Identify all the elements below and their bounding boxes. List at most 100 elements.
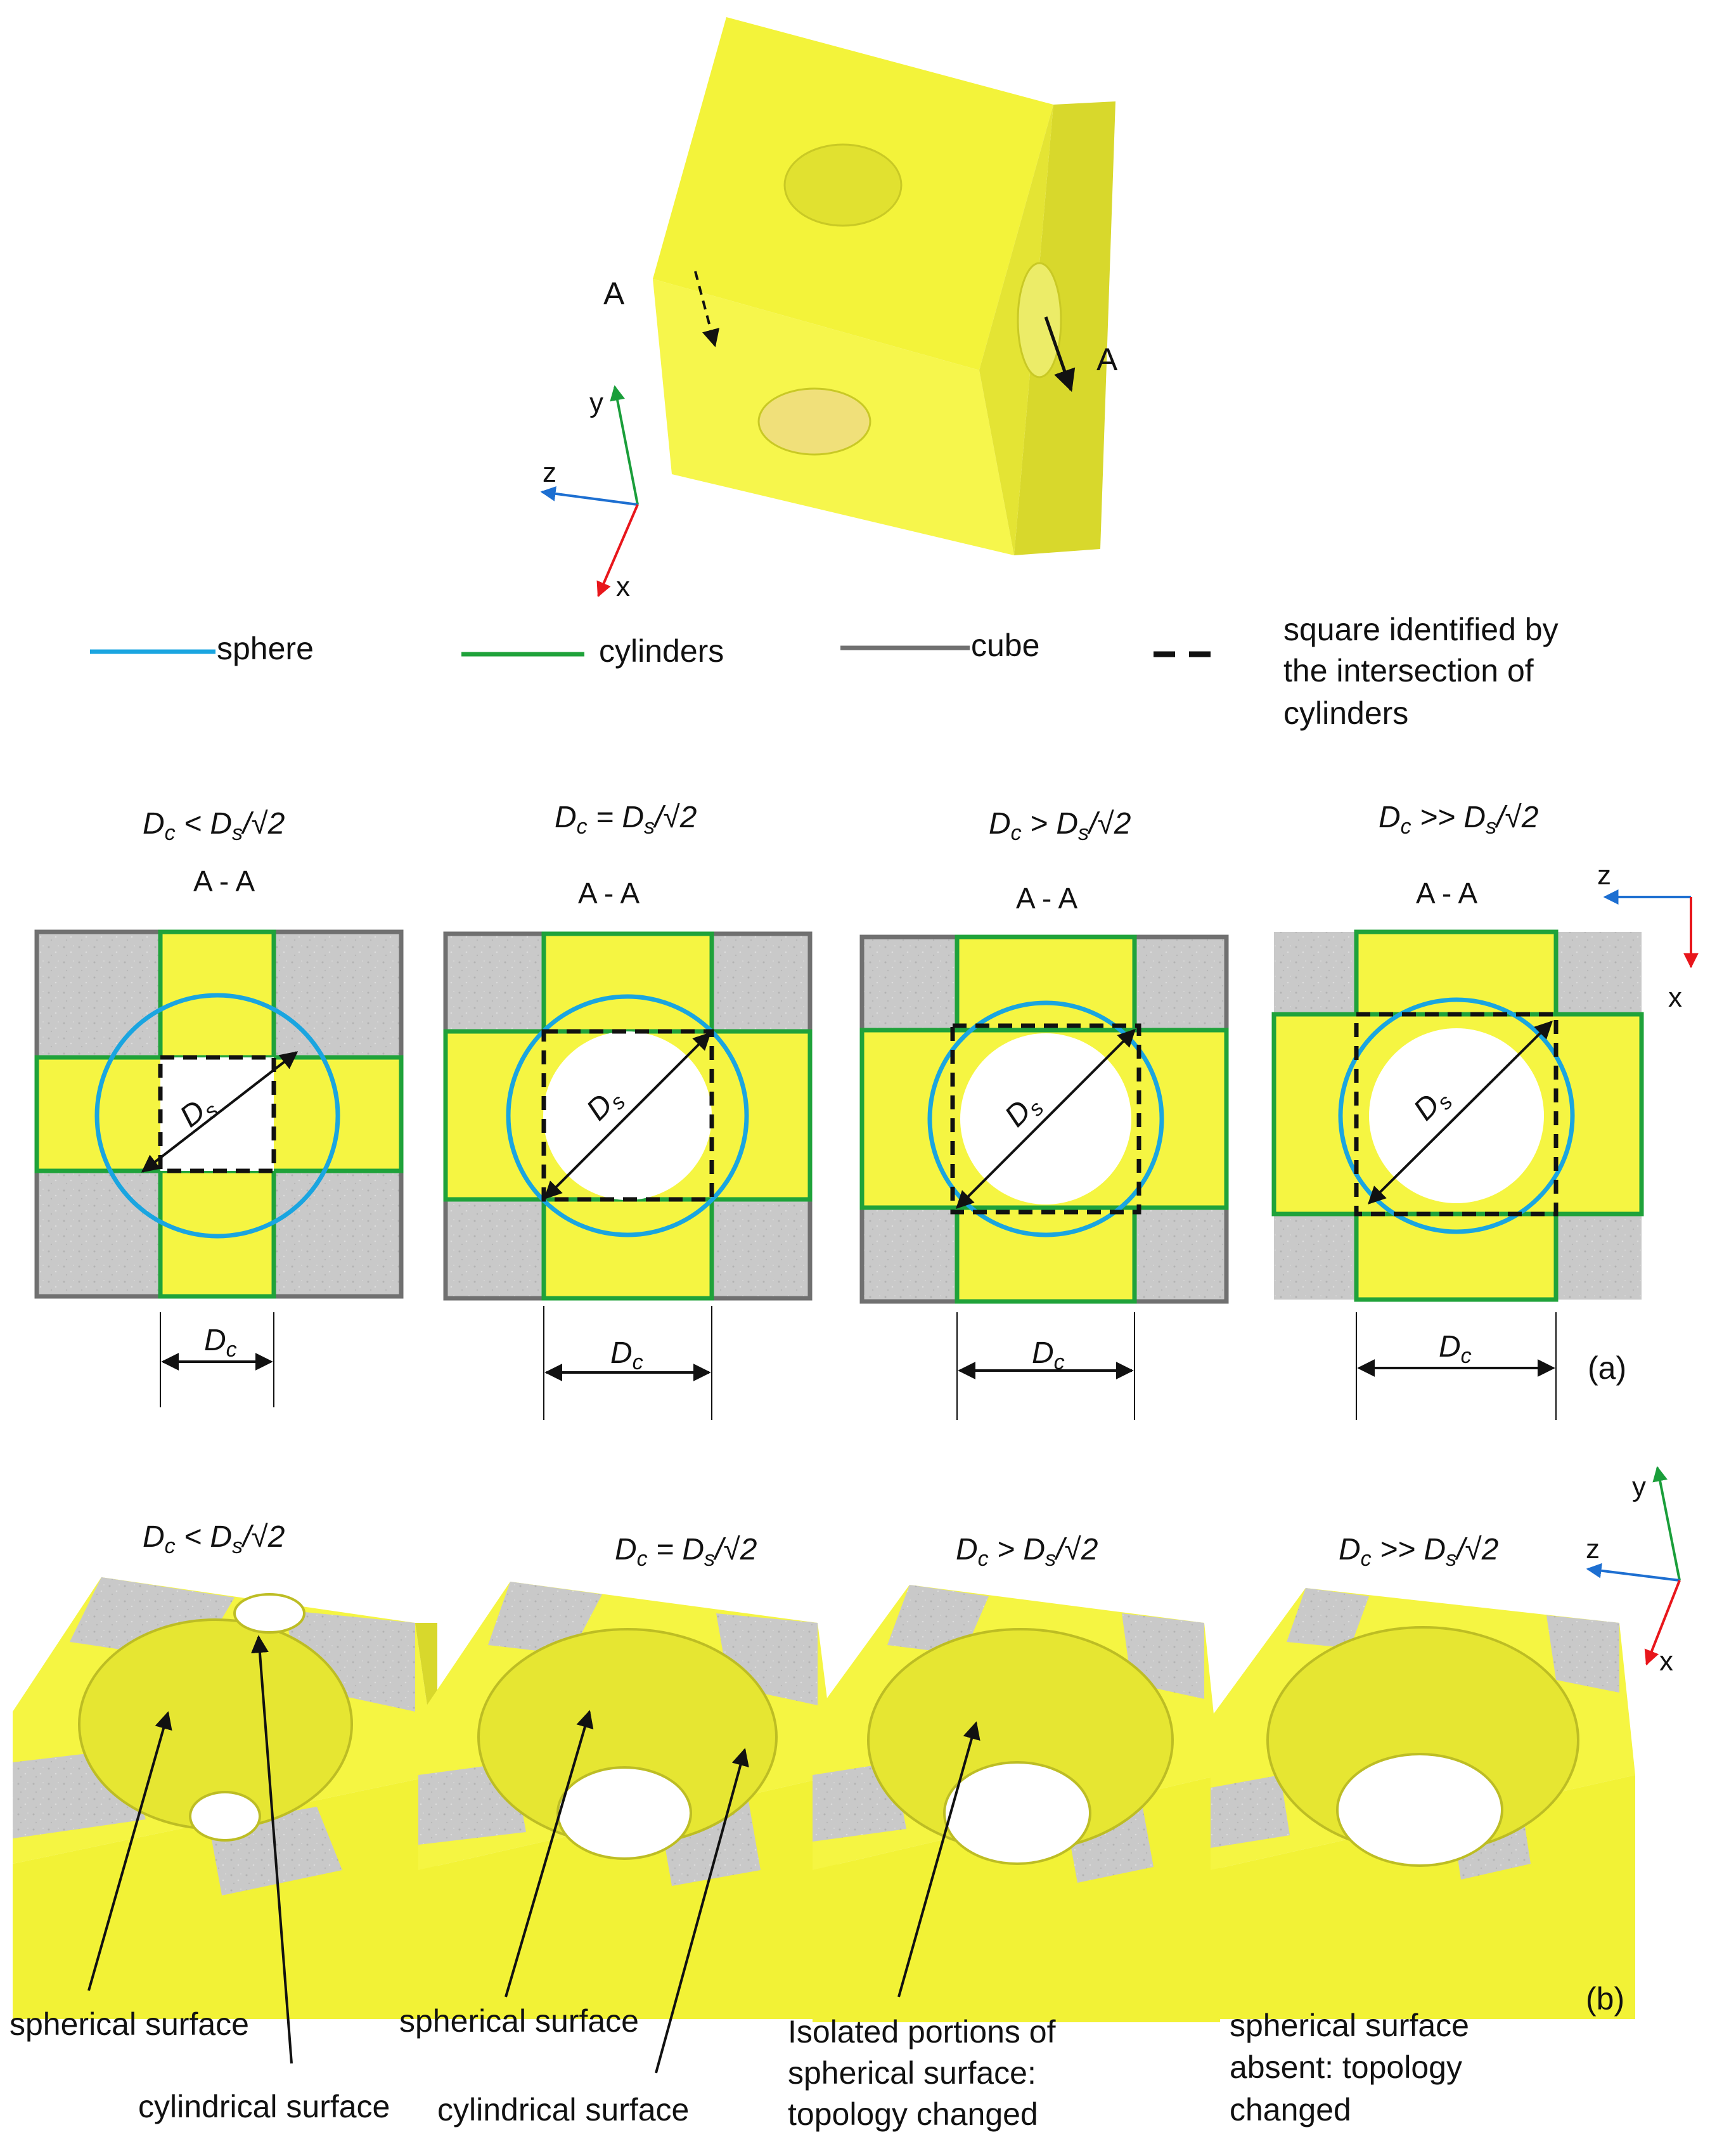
sphere-circle bbox=[506, 994, 749, 1237]
ds-arrow bbox=[141, 1051, 299, 1173]
arrow-cylindrical-1 bbox=[250, 1635, 293, 2064]
label-spherical-2: spherical surface bbox=[399, 2003, 639, 2039]
axis-x-line bbox=[596, 504, 639, 598]
label-absent-2: absent: topology bbox=[1230, 2049, 1462, 2085]
cube-side-face bbox=[979, 105, 1053, 555]
half-cube-2 bbox=[418, 1582, 837, 2019]
condition-a-1: Dc < Ds/√2 bbox=[143, 807, 285, 845]
sphere-circle bbox=[1338, 997, 1575, 1234]
cube-3d: A A bbox=[603, 17, 1118, 555]
section-view-1: Ds Dc bbox=[34, 929, 404, 1407]
label-spherical-1: spherical surface bbox=[10, 2006, 249, 2042]
section-view-3: Ds Dc bbox=[859, 934, 1229, 1420]
half-cube-4 bbox=[1211, 1588, 1635, 2019]
condition-b-4: Dc >> Ds/√2 bbox=[1339, 1533, 1498, 1571]
annotations-b: spherical surface cylindrical surface sp… bbox=[10, 1635, 1469, 2132]
sphere-circle bbox=[94, 993, 340, 1239]
axis-x-label: x bbox=[1668, 982, 1682, 1013]
section-mark-left: A bbox=[603, 276, 625, 311]
axis-x-label: x bbox=[616, 571, 630, 602]
legend-square-line3: cylinders bbox=[1283, 695, 1408, 731]
bore bbox=[943, 1761, 1091, 1865]
cube-right-face bbox=[1014, 101, 1115, 555]
cube-side-hole bbox=[1017, 262, 1062, 378]
legend: sphere cylinders cube square identified … bbox=[90, 612, 1559, 731]
cube-dashed-arrow bbox=[694, 271, 720, 347]
legend-square-line1: square identified by bbox=[1283, 612, 1559, 647]
block-front bbox=[13, 1775, 437, 2019]
legend-cylinders-label: cylinders bbox=[599, 633, 724, 669]
intersection-square bbox=[950, 1023, 1141, 1215]
section-label-3: A - A bbox=[1016, 882, 1077, 915]
cube-section-arrow bbox=[1044, 316, 1076, 392]
condition-b-3: Dc > Ds/√2 bbox=[956, 1533, 1098, 1571]
arrow-spherical-1 bbox=[87, 1711, 172, 1991]
label-isolated-1: Isolated portions of bbox=[788, 2014, 1056, 2049]
panel-b-label: (b) bbox=[1586, 1981, 1624, 2017]
condition-a-3: Dc > Ds/√2 bbox=[989, 807, 1131, 845]
corner-gray bbox=[1287, 1588, 1369, 1648]
axis-z-line bbox=[540, 486, 638, 506]
label-absent-1: spherical surface bbox=[1230, 2008, 1469, 2043]
bore bbox=[556, 1766, 692, 1860]
ds-arrow bbox=[956, 1029, 1136, 1209]
corner-gray bbox=[1546, 1615, 1619, 1693]
dc-label: Dc bbox=[1439, 1330, 1472, 1368]
intersection-square bbox=[541, 1029, 714, 1202]
axis-x-label: x bbox=[1659, 1646, 1673, 1677]
condition-a-2: Dc = Ds/√2 bbox=[555, 801, 697, 839]
condition-a-4: Dc >> Ds/√2 bbox=[1379, 801, 1538, 839]
half-cube-1 bbox=[13, 1577, 437, 2019]
label-absent-3: changed bbox=[1230, 2092, 1351, 2127]
legend-sphere-label: sphere bbox=[217, 631, 314, 666]
axis-z-label: z bbox=[1597, 860, 1611, 891]
dc-label: Dc bbox=[1032, 1336, 1065, 1374]
label-cylindrical-2: cylindrical surface bbox=[437, 2092, 689, 2127]
condition-b-2: Dc = Ds/√2 bbox=[615, 1533, 757, 1571]
conditions-b: Dc < Ds/√2 Dc = Ds/√2 Dc > Ds/√2 Dc >> D… bbox=[143, 1520, 1498, 1571]
bore bbox=[1336, 1753, 1503, 1867]
section-label-1: A - A bbox=[193, 865, 255, 898]
arrow-cylindrical-2 bbox=[655, 1748, 749, 2074]
bore-top bbox=[233, 1593, 305, 1634]
half-cube-3 bbox=[813, 1585, 1220, 2022]
cube-front-hole bbox=[757, 387, 871, 456]
section-mark-right: A bbox=[1096, 342, 1118, 377]
corner-gray bbox=[1211, 1775, 1290, 1848]
intersection-square bbox=[1354, 1012, 1559, 1217]
panel-a-label: (a) bbox=[1588, 1350, 1626, 1386]
legend-square-line2: the intersection of bbox=[1283, 653, 1534, 688]
sphere-circle bbox=[927, 1000, 1164, 1237]
arrow-isolated bbox=[897, 1721, 980, 1998]
condition-b-1: Dc < Ds/√2 bbox=[143, 1520, 285, 1558]
axes-section: z x bbox=[1597, 860, 1699, 1013]
axes-top: y z x bbox=[540, 385, 639, 602]
axis-y-label: y bbox=[1632, 1471, 1646, 1502]
axis-y-label: y bbox=[589, 387, 603, 418]
bore-bottom bbox=[189, 1791, 261, 1842]
axes-bottom: y z x bbox=[1586, 1466, 1681, 1677]
label-cylindrical-1: cylindrical surface bbox=[138, 2089, 390, 2124]
axis-z-line bbox=[1586, 1563, 1680, 1582]
section-label-4: A - A bbox=[1416, 877, 1477, 910]
legend-cube-label: cube bbox=[971, 628, 1039, 663]
ds-arrow bbox=[1368, 1021, 1553, 1204]
axis-z-label: z bbox=[1586, 1533, 1600, 1565]
conditions-a: Dc < Ds/√2 Dc = Ds/√2 Dc > Ds/√2 Dc >> D… bbox=[143, 801, 1538, 915]
axis-x-line bbox=[1644, 1580, 1681, 1666]
ds-arrow bbox=[544, 1032, 711, 1199]
axis-y-line bbox=[610, 385, 639, 505]
label-isolated-3: topology changed bbox=[788, 2096, 1038, 2132]
section-view-4: Ds Dc bbox=[1271, 929, 1644, 1420]
section-label-2: A - A bbox=[578, 877, 640, 910]
cube-top-hole bbox=[783, 143, 903, 227]
arrow-spherical-2 bbox=[505, 1710, 594, 1998]
block-front bbox=[1211, 1775, 1635, 2019]
axis-z-label: z bbox=[543, 457, 556, 488]
section-view-2: Ds Dc bbox=[443, 931, 813, 1420]
label-isolated-2: spherical surface: bbox=[788, 2055, 1036, 2091]
axis-y-line bbox=[1652, 1466, 1681, 1581]
dc-label: Dc bbox=[204, 1324, 237, 1362]
dc-label: Dc bbox=[610, 1336, 643, 1374]
